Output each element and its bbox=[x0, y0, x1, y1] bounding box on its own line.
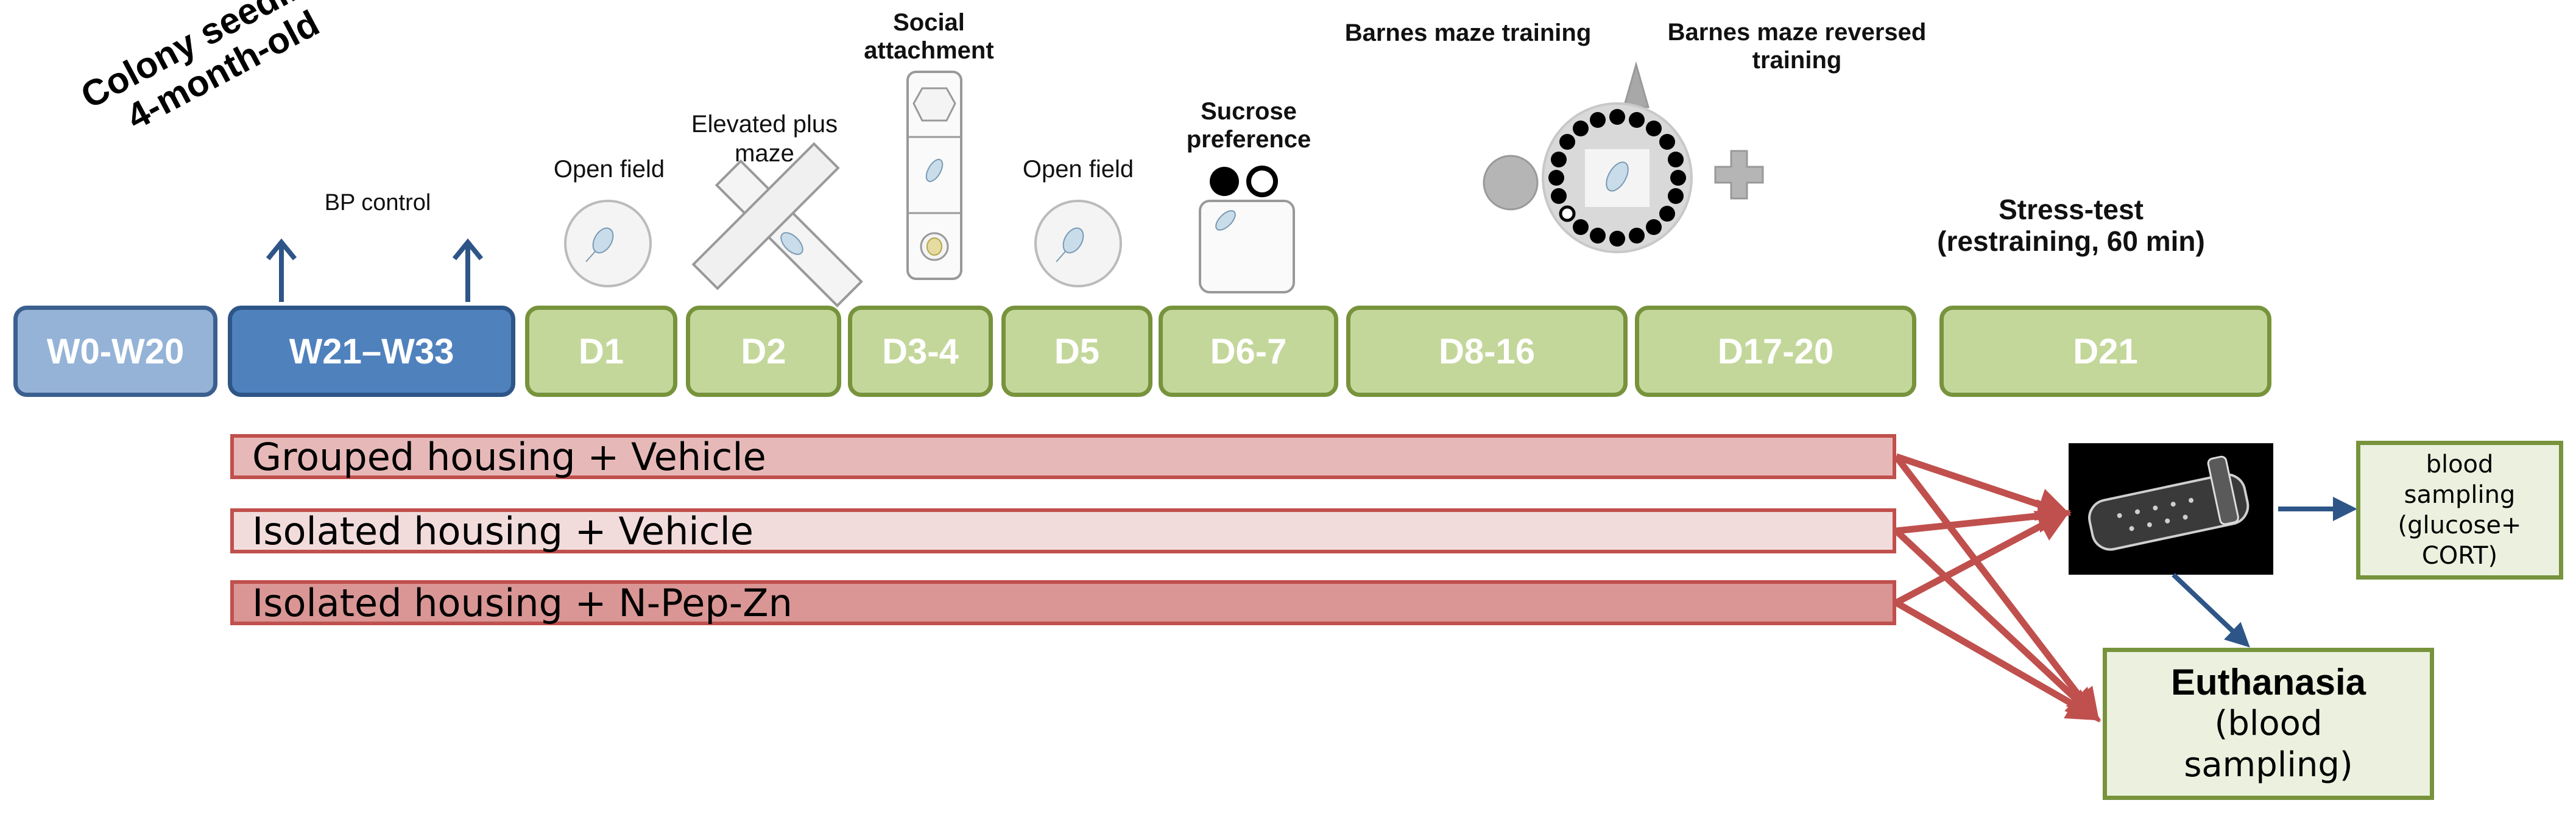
sucrose-preference-icon bbox=[1199, 166, 1295, 293]
sucrose-label: Sucrose preference bbox=[1157, 97, 1340, 153]
social-line2: attachment bbox=[864, 37, 994, 64]
barnes-maze-icon bbox=[1483, 61, 1764, 253]
social-label: Social attachment bbox=[841, 9, 1017, 65]
social-line1: Social bbox=[893, 9, 965, 36]
euthanasia-line2: sampling) bbox=[2184, 745, 2353, 785]
bp-arrow-right bbox=[452, 238, 484, 302]
sucrose-line2: preference bbox=[1186, 126, 1311, 153]
period-w0-w20: W0-W20 bbox=[13, 306, 217, 397]
barnes-rev-label: Barnes maze reversed training bbox=[1645, 18, 1949, 74]
elevated-plus-line2: maze bbox=[735, 140, 794, 167]
blood-line2: sampling bbox=[2404, 481, 2516, 509]
group-label-3: Isolated housing + N-Pep-Zn bbox=[252, 580, 792, 625]
barnes-rev-line1: Barnes maze reversed bbox=[1667, 19, 1927, 46]
sucrose-line1: Sucrose bbox=[1201, 98, 1297, 125]
group-label-2: Isolated housing + Vehicle bbox=[252, 508, 754, 553]
blood-line3: (glucose+ bbox=[2398, 511, 2522, 539]
period-d5: D5 bbox=[1001, 306, 1152, 397]
period-d1: D1 bbox=[525, 306, 677, 397]
group-bar-isolated-vehicle: Isolated housing + Vehicle bbox=[230, 508, 1896, 553]
elevated-plus-label: Elevated plus maze bbox=[664, 110, 865, 168]
period-d17-20: D17-20 bbox=[1635, 306, 1916, 397]
group-bar-grouped-vehicle: Grouped housing + Vehicle bbox=[230, 434, 1896, 479]
elevated-plus-line1: Elevated plus bbox=[691, 111, 838, 138]
period-d8-16: D8-16 bbox=[1346, 306, 1628, 397]
restrainer-photo-icon bbox=[2069, 443, 2273, 575]
euthanasia-line1: (blood bbox=[2214, 704, 2323, 743]
blood-line1: blood bbox=[2426, 451, 2494, 479]
blood-line4: CORT) bbox=[2421, 542, 2498, 570]
stress-test-label: Stress-test (restraining, 60 min) bbox=[1919, 194, 2223, 257]
barnes-label: Barnes maze training bbox=[1344, 19, 1592, 46]
group-label-1: Grouped housing + Vehicle bbox=[252, 434, 766, 479]
stress-line2: (restraining, 60 min) bbox=[1937, 225, 2205, 257]
bp-arrow-left bbox=[266, 238, 297, 302]
elevated-plus-maze-icon bbox=[691, 142, 863, 307]
euthanasia-title: Euthanasia bbox=[2170, 662, 2366, 703]
period-d6-7: D6-7 bbox=[1159, 306, 1338, 397]
period-d3-4: D3-4 bbox=[848, 306, 993, 397]
social-attachment-icon bbox=[906, 71, 962, 280]
group-bar-isolated-npepzn: Isolated housing + N-Pep-Zn bbox=[230, 580, 1896, 625]
open-field-arena-1-icon bbox=[564, 200, 652, 287]
euthanasia-box: Euthanasia (blood sampling) bbox=[2103, 648, 2434, 800]
bp-control-label: BP control bbox=[324, 190, 431, 216]
period-w21-w33: W21–W33 bbox=[228, 306, 515, 397]
open-field-2-label: Open field bbox=[1022, 156, 1134, 183]
restrainer-arrows bbox=[2172, 497, 2357, 648]
barnes-holes bbox=[1548, 109, 1686, 247]
group-arrows bbox=[1893, 453, 2101, 723]
open-field-arena-2-icon bbox=[1034, 200, 1122, 287]
stress-line1: Stress-test bbox=[1999, 194, 2144, 225]
open-field-1-label: Open field bbox=[553, 156, 665, 183]
period-d21: D21 bbox=[1939, 306, 2271, 397]
barnes-rev-line2: training bbox=[1752, 47, 1842, 74]
period-d2: D2 bbox=[686, 306, 841, 397]
blood-sampling-box: blood sampling (glucose+ CORT) bbox=[2356, 441, 2563, 580]
